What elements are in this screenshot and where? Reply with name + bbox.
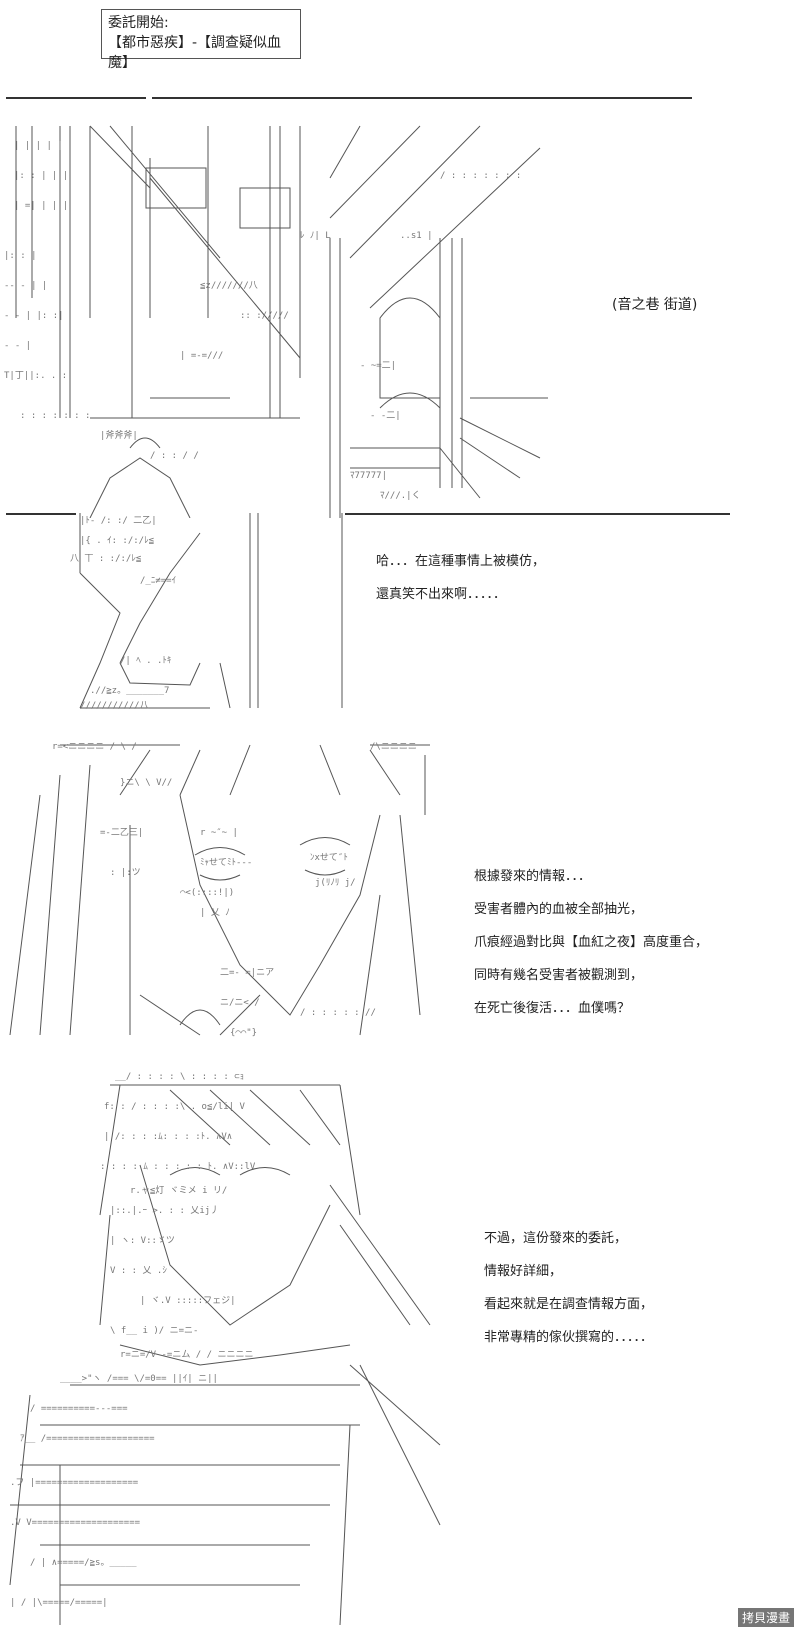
svg-text:.フ |===================: .フ |=================== xyxy=(10,1478,139,1488)
dialogue-panel-1: 哈．．．在這種事情上被模仿， 還真笑不出來啊．．．．． xyxy=(376,545,545,611)
svg-text:| =| | | |: | =| | | | xyxy=(14,201,68,211)
svg-text:|: : | | |: |: : | | | xyxy=(14,171,68,181)
svg-text:V : : 乂 .ｼ: V : : 乂 .ｼ xyxy=(110,1266,167,1276)
dialogue-panel-3: 不過，這份發來的委託， 情報好詳細， 看起來就是在調查情報方面， 非常專精的傢伙… xyxy=(484,1222,653,1354)
svg-text:二=- =|ニア: 二=- =|ニア xyxy=(220,968,274,978)
svg-text:/ : : : : : : :: / : : : : : : : xyxy=(440,171,521,181)
svg-text:| | | | |: | | | | | xyxy=(14,141,63,151)
character-bust-ascii-art: __/ : : : : \ : : : : ⊂ｮ f: : / : : : :\… xyxy=(0,1065,450,1625)
street-scene-ascii-art: | | | | | |: : | | | | =| | | | |: : | -… xyxy=(0,118,560,518)
dialogue-line: 看起來就是在調查情報方面， xyxy=(484,1297,654,1312)
svg-text:: : : : ﾑ : : : : : ﾄ. ∧V::lV: : : : : ﾑ : : : : : ﾄ. ∧V::lV xyxy=(100,1162,256,1172)
title-box: 委託開始: 【都市惡疾】-【調查疑似血魔】 xyxy=(101,9,301,71)
dialogue-line: 不過，這份發來的委託， xyxy=(484,1231,628,1246)
divider-top-left xyxy=(6,97,146,99)
divider-top-right xyxy=(152,97,692,99)
watermark-logo: 拷貝漫畫 xyxy=(737,1608,794,1627)
character-bust-drawing: __/ : : : : \ : : : : ⊂ｮ f: : / : : : :\… xyxy=(9,1072,441,1625)
svg-text:..s1 |: ..s1 | xyxy=(400,231,433,241)
divider-mid-right xyxy=(345,513,730,515)
svg-text:r=<ニニニニ / \ /: r=<ニニニニ / \ / xyxy=(52,742,137,752)
dialogue-line: 情報好詳細， xyxy=(484,1264,563,1279)
svg-text:f: : / : : : :\ . o≦/li| V: f: : / : : : :\ . o≦/li| V xyxy=(104,1102,245,1112)
svg-text:__/ : : : : \ : : : : ⊂ｮ: __/ : : : : \ : : : : ⊂ｮ xyxy=(115,1072,244,1082)
svg-text:|::.|.ｰ >. : : 乂ij丿: |::.|.ｰ >. : : 乂ij丿 xyxy=(110,1206,219,1216)
svg-text:| /: : : :ﾑ: : : :ﾄ. ∧V∧: | /: : : :ﾑ: : : :ﾄ. ∧V∧ xyxy=(104,1132,232,1142)
divider-mid-left xyxy=(6,513,76,515)
svg-text::: ://///: :: :///// xyxy=(240,311,289,321)
svg-text:|斧斧斧|: |斧斧斧| xyxy=(100,429,138,441)
svg-text:- - |: - - | xyxy=(4,341,31,351)
svg-text:≦z///////八: ≦z///////八 xyxy=(200,281,258,291)
svg-text:T|丁||:. . :: T|丁||:. . : xyxy=(4,371,67,381)
svg-text:/ : : : : : //: / : : : : : // xyxy=(300,1008,376,1018)
svg-text:| / |\=====/=====|: | / |\=====/=====| xyxy=(10,1598,108,1608)
svg-text:/ | ∧=====/≧s。_____: / | ∧=====/≧s。_____ xyxy=(30,1558,137,1568)
svg-text:\ f__ i )/ ニ=ニ-: \ f__ i )/ ニ=ニ- xyxy=(110,1326,198,1336)
dialogue-panel-2: 根據發來的情報．．． 受害者體內的血被全部抽光， 爪痕經過對比與【血紅之夜】高度… xyxy=(474,860,708,1025)
svg-text:|{ . ｲ: :/:/ﾚ≦: |{ . ｲ: :/:/ﾚ≦ xyxy=(80,536,155,546)
dialogue-line: 同時有幾名受害者被觀測到， xyxy=(474,968,644,983)
dialogue-line: 受害者體內的血被全部抽光， xyxy=(474,902,644,917)
svg-text:ニ/ニ< /: ニ/ニ< / xyxy=(220,998,260,1008)
commission-title: 【都市惡疾】-【調查疑似血魔】 xyxy=(108,35,282,71)
svg-text:///////////八: ///////////八 xyxy=(80,701,149,711)
svg-text:| ヽ: V::ゞツ: | ヽ: V::ゞツ xyxy=(110,1236,175,1246)
street-scene-drawing: | | | | | |: : | | | | =| | | | |: : | -… xyxy=(4,125,548,518)
figure-lower-ascii-art: |ﾄ- /: :/ 二乙| |{ . ｲ: :/:/ﾚ≦ 八 丅 : :/:/ﾚ… xyxy=(60,513,350,713)
svg-text:____>"ヽ /=== \/=0== ||ｲ| ニ||: ____>"ヽ /=== \/=0== ||ｲ| ニ|| xyxy=(60,1374,218,1384)
svg-text:-- - | |: -- - | | xyxy=(4,281,47,291)
svg-text:- ~=二|: - ~=二| xyxy=(360,361,396,371)
figure-lower-drawing: |ﾄ- /: :/ 二乙| |{ . ｲ: :/:/ﾚ≦ 八 丅 : :/:/ﾚ… xyxy=(70,513,343,711)
svg-text:.//≧z。_______7: .//≧z。_______7 xyxy=(90,686,169,696)
svg-text:{⌒⌒"}: {⌒⌒"} xyxy=(230,1028,257,1038)
svg-text:- - | |: :|: - - | |: :| xyxy=(4,311,64,321)
svg-text:/_ﾆ≠==ｲ: /_ﾆ≠==ｲ xyxy=(140,576,176,586)
svg-text:ﾐｬせてﾐﾄ---: ﾐｬせてﾐﾄ--- xyxy=(200,857,252,868)
svg-text:⌒<(::::!|): ⌒<(::::!|) xyxy=(180,888,234,898)
svg-text:- -二|: - -二| xyxy=(370,411,401,421)
location-caption: (音之巷 街道) xyxy=(612,297,698,313)
svg-text:}ニ\ \ V//: }ニ\ \ V// xyxy=(120,778,172,788)
svg-text:: : : : : : :: : : : : : : : xyxy=(20,411,90,421)
svg-text:ｱ__ /====================: ｱ__ /==================== xyxy=(20,1434,155,1444)
svg-text:ﾏ///.|く: ﾏ///.|く xyxy=(380,491,421,501)
svg-text:/ : : / /: / : : / / xyxy=(150,451,199,461)
svg-text:|ﾄ- /: :/ 二乙|: |ﾄ- /: :/ 二乙| xyxy=(80,515,157,526)
character-face-ascii-art: r=<ニニニニ / \ / /\ニニニニ }ニ\ \ V// =-二乙三| : … xyxy=(0,735,440,1045)
dialogue-line: 非常專精的傢伙撰寫的．．．．． xyxy=(484,1330,654,1345)
dialogue-line: 根據發來的情報．．． xyxy=(474,869,592,884)
commission-start-label: 委託開始: xyxy=(108,15,169,31)
svg-text:/| ﾍ . .ﾄｷ: /| ﾍ . .ﾄｷ xyxy=(120,656,172,666)
svg-text:j(ﾘﾉﾘ j/: j(ﾘﾉﾘ j/ xyxy=(315,878,356,888)
dialogue-line: 爪痕經過對比與【血紅之夜】高度重合， xyxy=(474,935,709,950)
svg-text:/ ==========---===: / ==========---=== xyxy=(30,1404,128,1414)
svg-text:/\ニニニニ: /\ニニニニ xyxy=(370,742,417,752)
svg-text:r ~″~ |: r ~″~ | xyxy=(200,828,238,838)
svg-text:ﾏ77777|: ﾏ77777| xyxy=(350,471,387,481)
svg-text:八 丅 : :/:/ﾚ≦: 八 丅 : :/:/ﾚ≦ xyxy=(70,554,142,564)
svg-text:| =-=///: | =-=/// xyxy=(180,351,223,361)
svg-text:|: : |: |: : | xyxy=(4,251,37,261)
svg-text:r.ャ≦灯 ヾミメ i リ/: r.ャ≦灯 ヾミメ i リ/ xyxy=(130,1185,227,1196)
dialogue-line: 還真笑不出來啊．．．．． xyxy=(376,587,507,602)
svg-text:=-二乙三|: =-二乙三| xyxy=(100,827,143,838)
dialogue-line: 哈．．．在這種事情上被模仿， xyxy=(376,554,546,569)
svg-text:| 乂 ﾉ: | 乂 ﾉ xyxy=(200,908,230,918)
character-face-drawing: r=<ニニニニ / \ / /\ニニニニ }ニ\ \ V// =-二乙三| : … xyxy=(9,742,430,1038)
svg-text:ﾚ ﾉ| L: ﾚ ﾉ| L xyxy=(300,231,331,241)
svg-text:r=ニ=/V -=ニム / / ニニニニ: r=ニ=/V -=ニム / / ニニニニ xyxy=(120,1349,253,1360)
svg-text:.V V====================: .V V==================== xyxy=(10,1518,141,1528)
svg-text:: |:ツ: : |:ツ xyxy=(110,868,141,878)
svg-text:ﾝxせて″ﾄ: ﾝxせて″ﾄ xyxy=(310,852,348,863)
dialogue-line: 在死亡後復活．．．血僕嗎？ xyxy=(474,1001,631,1016)
svg-text:| ヾ.V :::::フェジ|: | ヾ.V :::::フェジ| xyxy=(140,1296,236,1306)
